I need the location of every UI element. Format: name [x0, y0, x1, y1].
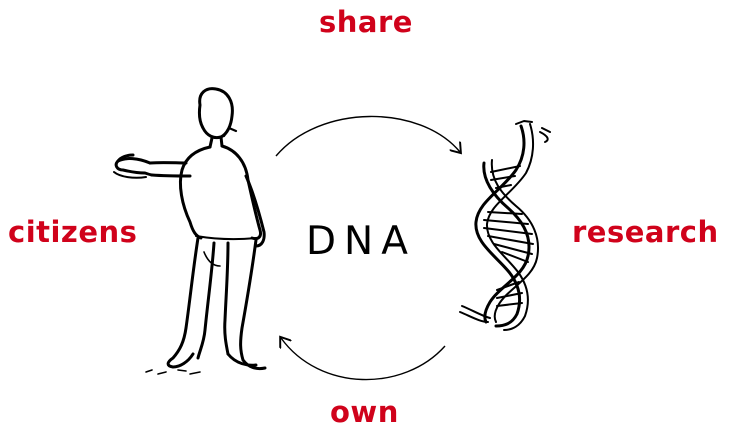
label-research: research — [572, 215, 719, 249]
person-shrug-illustration — [113, 87, 267, 375]
curved-arrow-right-icon — [275, 115, 460, 157]
label-share: share — [319, 5, 413, 39]
curved-arrow-left-icon — [281, 338, 446, 381]
label-own: own — [330, 395, 399, 429]
dna-double-helix-illustration — [459, 120, 551, 331]
label-citizens: citizens — [8, 215, 138, 249]
center-label-dna: DNA — [306, 219, 416, 264]
